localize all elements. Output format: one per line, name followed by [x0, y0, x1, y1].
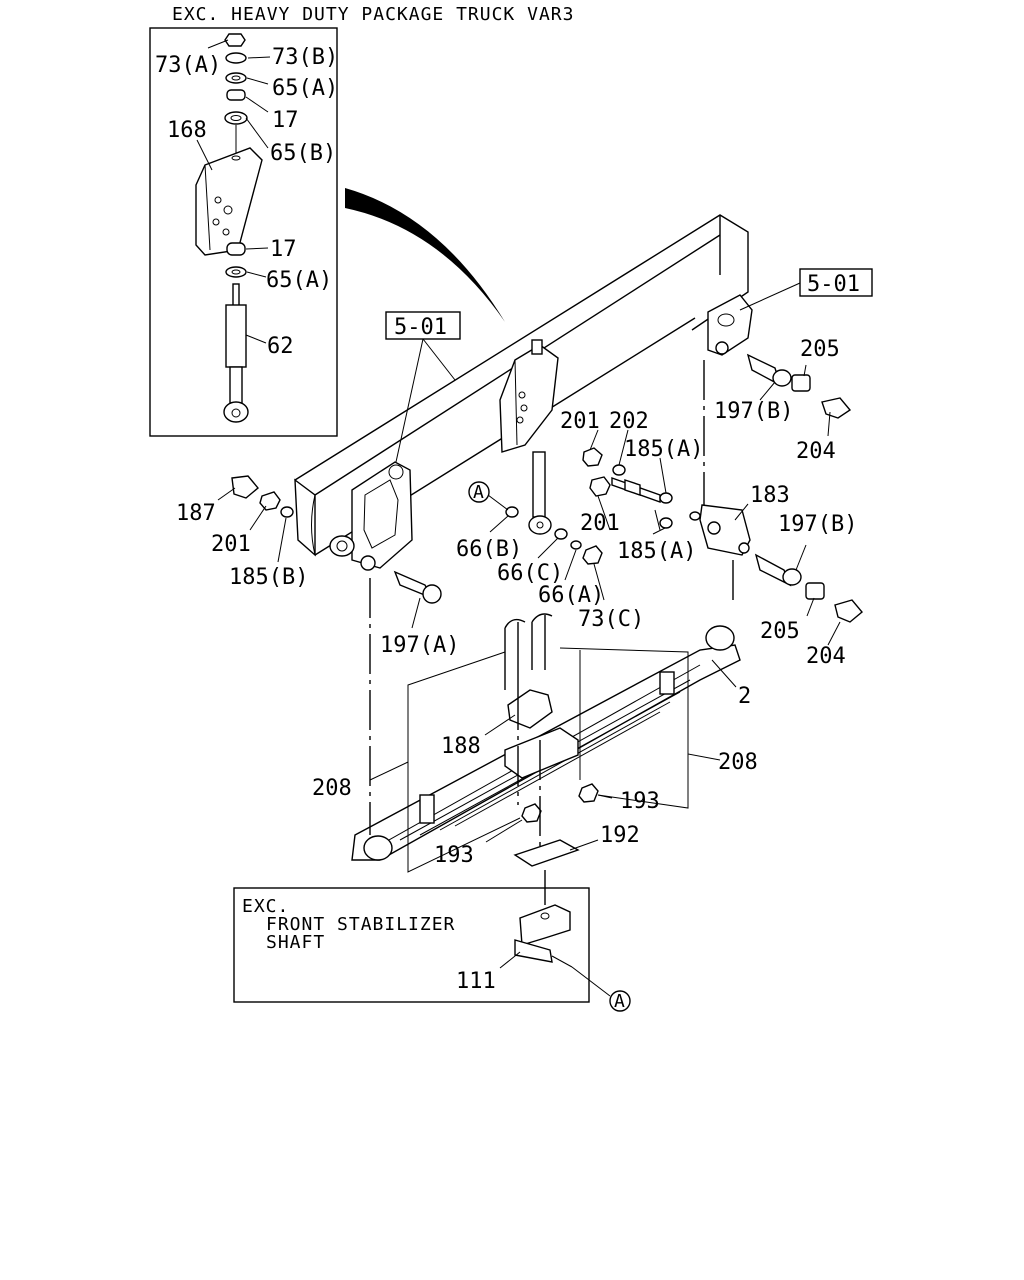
- bump-stopper-188: [507, 689, 553, 729]
- label-201-left: 201: [211, 532, 251, 557]
- label-185a-top: 185(A): [624, 437, 703, 462]
- leaf-spring-assembly: [351, 613, 741, 861]
- header-title: EXC. HEAVY DUTY PACKAGE TRUCK VAR3: [172, 4, 574, 25]
- label-202: 202: [609, 409, 649, 434]
- label-208-left: 208: [312, 776, 352, 801]
- bushing-17-top: [226, 89, 246, 101]
- label-183: 183: [750, 483, 790, 508]
- label-193-left: 193: [434, 843, 474, 868]
- label-65a-top: 65(A): [272, 76, 338, 101]
- washer-65b: [224, 111, 248, 125]
- label-17-top: 17: [272, 108, 299, 133]
- label-188: 188: [441, 734, 481, 759]
- label-187: 187: [176, 501, 216, 526]
- callout-a-top: [468, 481, 490, 503]
- label-185a-mid: 185(A): [617, 539, 696, 564]
- label-62: 62: [267, 334, 294, 359]
- u-bolt-right: [531, 613, 553, 670]
- nut-193-left: [521, 803, 542, 823]
- note-line-1: EXC.: [242, 896, 289, 917]
- bracket-168: [195, 147, 263, 256]
- label-197b-top: 197(B): [714, 399, 793, 424]
- nut-193-right: [578, 783, 599, 803]
- shock-absorber-62: [225, 304, 247, 368]
- plate-192: [513, 839, 580, 867]
- label-197b-mid: 197(B): [778, 512, 857, 537]
- callout-a-top-letter: A: [473, 482, 485, 503]
- label-185b: 185(B): [229, 565, 308, 590]
- label-201-mid: 201: [580, 511, 620, 536]
- nut-73b: [225, 52, 247, 64]
- note-box-stabilizer: [233, 887, 590, 1003]
- label-73c: 73(C): [578, 607, 644, 632]
- washer-65a-low: [225, 266, 247, 278]
- inset-leaders: [196, 39, 271, 344]
- label-73a: 73(A): [155, 53, 221, 78]
- stabilizer-bracket-111: [514, 904, 573, 968]
- hardware: [231, 353, 863, 623]
- label-65b: 65(B): [270, 141, 336, 166]
- front-spring-hanger: [329, 461, 413, 571]
- callout-a-bottom: [609, 990, 631, 1012]
- label-66c: 66(C): [497, 561, 563, 586]
- label-204-top: 204: [796, 439, 836, 464]
- label-66a: 66(A): [538, 583, 604, 608]
- center-shock-bracket: [499, 339, 559, 535]
- label-2: 2: [738, 684, 751, 709]
- main-leaders: [217, 364, 841, 969]
- label-193-right: 193: [620, 789, 660, 814]
- callout-a-bottom-letter: A: [614, 991, 626, 1012]
- label-73b: 73(B): [272, 45, 338, 70]
- label-205-mid: 205: [760, 619, 800, 644]
- bushing-17-low: [226, 242, 246, 256]
- washer-65a-top: [225, 72, 247, 84]
- nut-73a: [224, 33, 246, 47]
- note-line-2: FRONT STABILIZER: [266, 914, 455, 935]
- ref-label-left: 5-01: [394, 315, 447, 340]
- ref-box-right: [799, 268, 873, 297]
- u-bolt-left: [504, 618, 526, 690]
- label-208-right: 208: [718, 750, 758, 775]
- label-168: 168: [167, 118, 207, 143]
- label-65a-low: 65(A): [266, 268, 332, 293]
- ref-label-right: 5-01: [807, 272, 860, 297]
- label-192: 192: [600, 823, 640, 848]
- note-line-3: SHAFT: [266, 932, 325, 953]
- label-197a: 197(A): [380, 633, 459, 658]
- label-111: 111: [456, 969, 496, 994]
- alignment-lines: [369, 360, 734, 905]
- curved-pointer-arrow: [345, 188, 505, 322]
- label-66b: 66(B): [456, 537, 522, 562]
- inset-shock-assembly: [195, 33, 263, 423]
- label-205-top: 205: [800, 337, 840, 362]
- label-204-mid: 204: [806, 644, 846, 669]
- label-201-top: 201: [560, 409, 600, 434]
- label-17-low: 17: [270, 237, 297, 262]
- inset-box-shock-absorber: [149, 27, 338, 437]
